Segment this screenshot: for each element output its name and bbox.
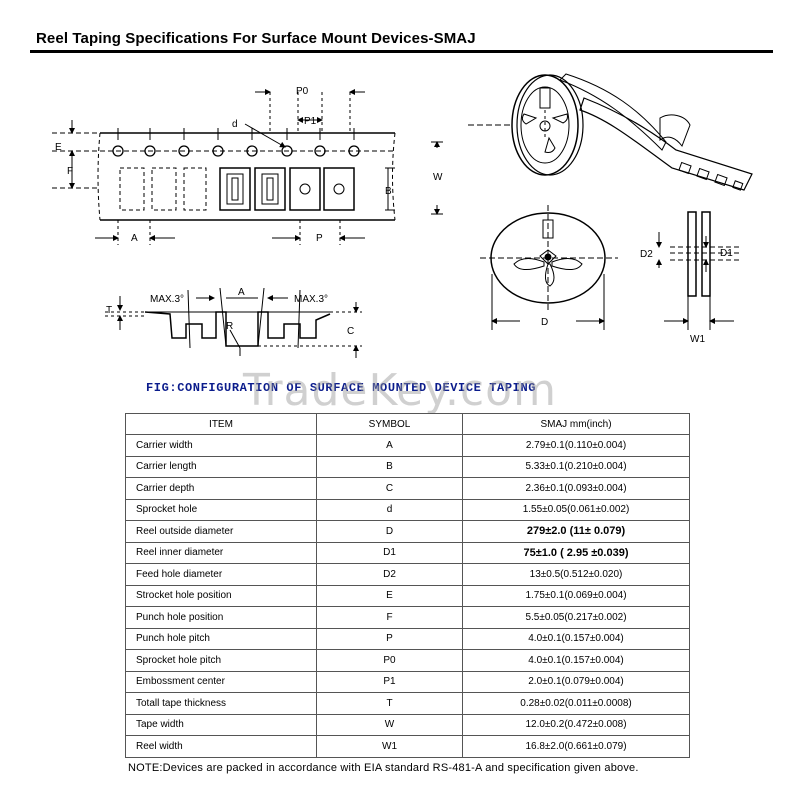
label-e: E (55, 142, 62, 153)
label-d2: D2 (640, 249, 653, 260)
row-value: 2.36±0.1(0.093±0.004) (462, 477, 690, 500)
row-value: 5.33±0.1(0.210±0.004) (462, 455, 690, 478)
row-value: 2.79±0.1(0.110±0.004) (462, 434, 690, 457)
table-row: Tape width W 12.0±0.2(0.472±0.008) (125, 713, 690, 736)
title-underline (30, 50, 773, 53)
row-item: Embossment center (125, 670, 317, 693)
header-item: ITEM (125, 413, 317, 435)
row-symbol: P (316, 627, 463, 650)
table-row: Sprocket hole pitch P0 4.0±0.1(0.157±0.0… (125, 649, 690, 672)
table-row: Totall tape thickness T 0.28±0.02(0.011±… (125, 692, 690, 715)
row-symbol: A (316, 434, 463, 457)
row-value: 2.0±0.1(0.079±0.004) (462, 670, 690, 693)
row-item: Strocket hole position (125, 584, 317, 607)
label-p: P (316, 233, 323, 244)
row-item: Totall tape thickness (125, 692, 317, 715)
table-row: Punch hole position F 5.5±0.05(0.217±0.0… (125, 606, 690, 629)
reel-front-view (480, 205, 618, 330)
tape-top-view (52, 89, 443, 245)
reel-perspective (468, 73, 753, 191)
spec-table: ITEM SYMBOL SMAJ mm(inch) Carrier width … (125, 413, 690, 758)
row-item: Carrier depth (125, 477, 317, 500)
label-d: d (232, 119, 238, 130)
row-value: 75±1.0 ( 2.95 ±0.039) (462, 541, 690, 564)
row-item: Punch hole pitch (125, 627, 317, 650)
label-d1: D1 (720, 248, 733, 259)
row-symbol: B (316, 455, 463, 478)
row-symbol: T (316, 692, 463, 715)
row-item: Reel outside diameter (125, 520, 317, 543)
page-title: Reel Taping Specifications For Surface M… (36, 30, 476, 47)
row-value: 4.0±0.1(0.157±0.004) (462, 627, 690, 650)
row-symbol: d (316, 498, 463, 521)
row-symbol: W1 (316, 735, 463, 758)
label-c: C (347, 326, 354, 337)
row-symbol: W (316, 713, 463, 736)
row-value: 0.28±0.02(0.011±0.0008) (462, 692, 690, 715)
row-value: 5.5±0.05(0.217±0.002) (462, 606, 690, 629)
table-row: Feed hole diameter D2 13±0.5(0.512±0.020… (125, 563, 690, 586)
label-b: B (385, 186, 392, 197)
table-header-row: ITEM SYMBOL SMAJ mm(inch) (125, 413, 690, 435)
row-value: 12.0±0.2(0.472±0.008) (462, 713, 690, 736)
row-value: 1.55±0.05(0.061±0.002) (462, 498, 690, 521)
footnote: NOTE:Devices are packed in accordance wi… (128, 762, 639, 774)
label-d-reel: D (541, 317, 548, 328)
label-a-section: A (238, 287, 245, 298)
table-row: Carrier width A 2.79±0.1(0.110±0.004) (125, 434, 690, 457)
row-item: Reel inner diameter (125, 541, 317, 564)
label-p0: P0 (296, 86, 309, 97)
row-symbol: C (316, 477, 463, 500)
table-row: Sprocket hole d 1.55±0.05(0.061±0.002) (125, 498, 690, 521)
row-item: Reel width (125, 735, 317, 758)
row-item: Tape width (125, 713, 317, 736)
label-t: T (106, 305, 112, 316)
row-value: 13±0.5(0.512±0.020) (462, 563, 690, 586)
tape-cross-section (105, 287, 362, 358)
row-symbol: P0 (316, 649, 463, 672)
row-symbol: D (316, 520, 463, 543)
table-row: Strocket hole position E 1.75±0.1(0.069±… (125, 584, 690, 607)
row-symbol: D1 (316, 541, 463, 564)
row-item: Sprocket hole (125, 498, 317, 521)
table-row: Reel width W1 16.8±2.0(0.661±0.079) (125, 735, 690, 758)
label-f: F (67, 166, 73, 177)
row-symbol: D2 (316, 563, 463, 586)
row-item: Carrier length (125, 455, 317, 478)
row-value: 16.8±2.0(0.661±0.079) (462, 735, 690, 758)
reel-side-view (656, 211, 740, 330)
row-item: Sprocket hole pitch (125, 649, 317, 672)
label-r: R (226, 321, 233, 332)
label-w: W (433, 172, 443, 183)
row-item: Carrier width (125, 434, 317, 457)
table-row: Embossment center P1 2.0±0.1(0.079±0.004… (125, 670, 690, 693)
row-symbol: E (316, 584, 463, 607)
table-row: Reel inner diameter D1 75±1.0 ( 2.95 ±0.… (125, 541, 690, 564)
table-row: Carrier depth C 2.36±0.1(0.093±0.004) (125, 477, 690, 500)
label-w1: W1 (690, 334, 705, 345)
tape-diagram: P0 d P1 E F B W A P T MAX.3° A (52, 73, 753, 358)
table-row: Carrier length B 5.33±0.1(0.210±0.004) (125, 455, 690, 478)
label-max-right: MAX.3° (294, 294, 328, 305)
label-p1: P1 (304, 116, 317, 127)
label-a: A (131, 233, 138, 244)
header-value: SMAJ mm(inch) (462, 413, 690, 435)
row-value: 1.75±0.1(0.069±0.004) (462, 584, 690, 607)
row-value: 279±2.0 (11± 0.079) (462, 520, 690, 543)
table-row: Reel outside diameter D 279±2.0 (11± 0.0… (125, 520, 690, 543)
figure-caption: FIG:CONFIGURATION OF SURFACE MOUNTED DEV… (146, 381, 537, 395)
row-value: 4.0±0.1(0.157±0.004) (462, 649, 690, 672)
table-row: Punch hole pitch P 4.0±0.1(0.157±0.004) (125, 627, 690, 650)
row-item: Feed hole diameter (125, 563, 317, 586)
header-symbol: SYMBOL (316, 413, 463, 435)
row-symbol: F (316, 606, 463, 629)
label-max-left: MAX.3° (150, 294, 184, 305)
row-symbol: P1 (316, 670, 463, 693)
row-item: Punch hole position (125, 606, 317, 629)
